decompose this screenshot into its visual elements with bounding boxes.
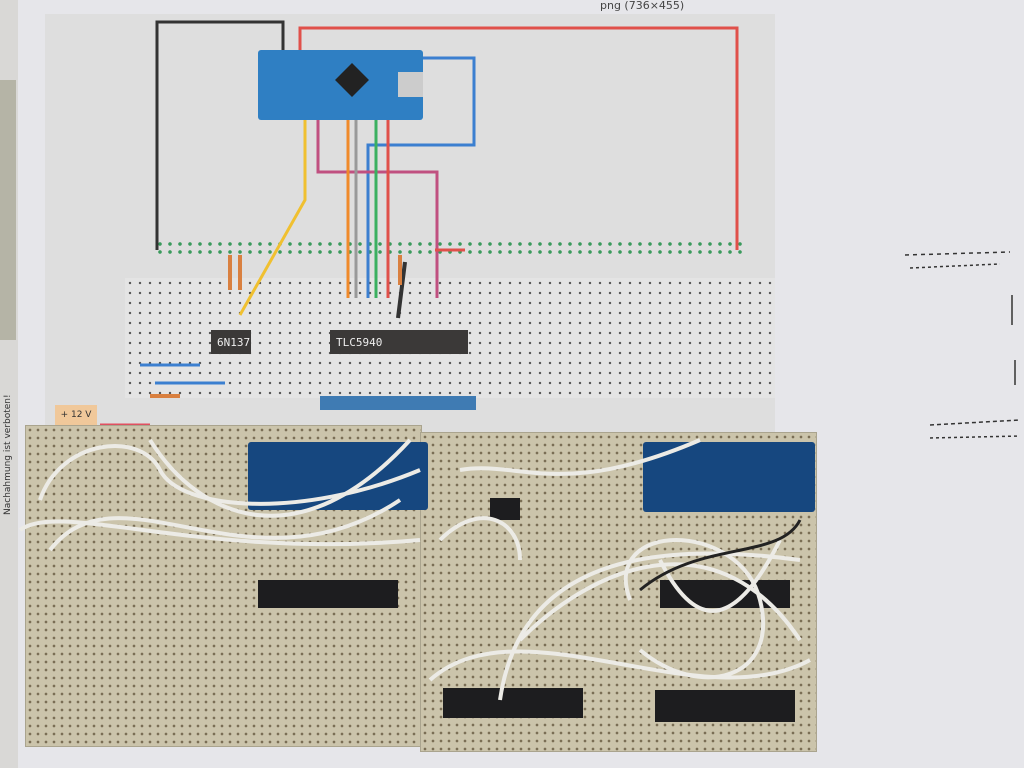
- image-caption: png (736×455): [600, 0, 685, 12]
- wire-blue: [366, 56, 476, 298]
- chip-bottom-1: [443, 688, 583, 718]
- wire-black: [639, 519, 802, 592]
- ic-tlc5940: TLC5940: [330, 330, 468, 354]
- wire: [18, 519, 421, 547]
- wire: [658, 539, 782, 613]
- wire: [148, 438, 412, 518]
- chip-bottom-2: [655, 690, 795, 722]
- wire: [428, 649, 811, 682]
- wire-black-2: [396, 261, 407, 319]
- wire: [623, 538, 766, 680]
- chip-left: [258, 580, 398, 608]
- usb-port: [398, 72, 423, 97]
- wire-yellow: [238, 118, 307, 316]
- optocoupler: [490, 498, 520, 520]
- wire: [438, 516, 522, 561]
- ink-marks: [904, 251, 1021, 439]
- left-page-shadow: [0, 80, 16, 340]
- wire: [459, 438, 701, 476]
- wire-red: [298, 26, 739, 250]
- wire: [518, 562, 802, 642]
- power-label: + 12 V: [55, 405, 97, 425]
- wire-black: [155, 20, 285, 250]
- breadboard-power-rail: [155, 240, 745, 256]
- wire: [498, 551, 801, 701]
- wire: [48, 498, 402, 552]
- ic-6n137: 6N137: [211, 330, 251, 354]
- pin-header: [320, 396, 476, 410]
- wire: [38, 444, 421, 506]
- arduino-nano-right: [643, 442, 815, 512]
- arduino-nano-diagram: [258, 50, 423, 120]
